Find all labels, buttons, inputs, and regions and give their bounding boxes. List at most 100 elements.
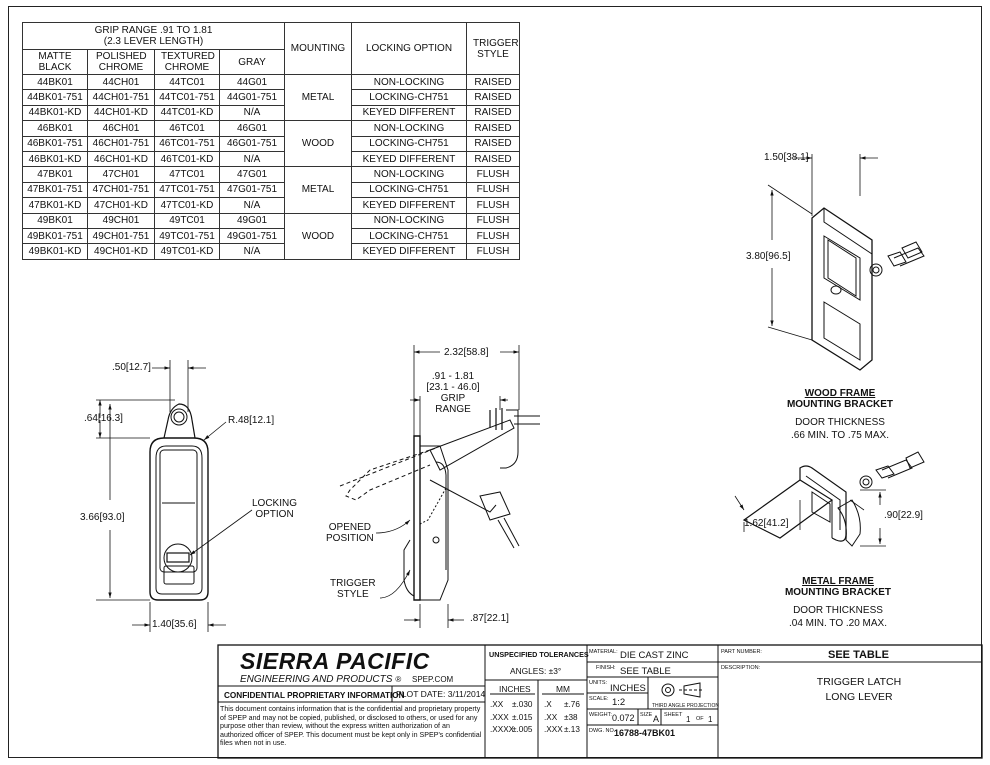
weight-label: WEIGHT: [589, 712, 612, 718]
part-number-table: GRIP RANGE .91 TO 1.81(2.3 LEVER LENGTH)… [22, 22, 520, 260]
front-view-latch [149, 403, 209, 601]
table-cell: 44BK01-751 [22, 89, 88, 106]
dim-front-eye: .64[16.3] [84, 413, 123, 424]
table-cell: NON-LOCKING [351, 73, 467, 91]
dim-front-width: 1.40[35.6] [152, 619, 197, 630]
tolerance-row: .XXX±.015 [490, 712, 533, 722]
part-number-label: PART NUMBER: [721, 649, 762, 655]
dim-wood-height: 3.80[96.5] [746, 251, 791, 262]
tolerance-row: .XXX±.13 [544, 725, 580, 734]
size-value: A [653, 714, 660, 724]
mm-tolerances: .X±.76 .XX±38 .XXX±.13 [544, 699, 580, 737]
finish-value: SEE TABLE [620, 666, 671, 677]
metal-door-thickness: DOOR THICKNESS.04 MIN. TO .20 MAX. [789, 605, 887, 629]
table-cell: 44BK01-KD [22, 104, 88, 122]
company-logo: SIERRA PACIFIC [240, 648, 430, 674]
dim-wood-width: 1.50[38.1] [764, 152, 809, 163]
front-view-dimensions [96, 360, 253, 632]
angles-tolerance: ANGLES: ±3° [510, 666, 562, 676]
table-cell: KEYED DIFFERENT [351, 104, 467, 122]
sheet-label: SHEET [664, 712, 683, 718]
mounting-header: MOUNTING [284, 22, 352, 75]
table-cell: 44CH01-KD [87, 104, 155, 122]
dim-side-width: 2.32[58.8] [444, 347, 489, 358]
company-website: SPEP.COM [412, 675, 454, 684]
table-cell: KEYED DIFFERENT [351, 243, 467, 260]
dim-radius: R.48[12.1] [228, 415, 275, 426]
metal-frame-bracket [742, 451, 925, 547]
table-cell: N/A [219, 243, 285, 260]
dim-metal-height: .90[22.9] [884, 510, 923, 521]
wood-frame-bracket [811, 207, 925, 371]
finish-label: FINISH: [596, 665, 616, 671]
weight-value: 0.072 [612, 713, 635, 723]
table-cell: RAISED [466, 104, 520, 122]
sheet-total: 1 [708, 715, 713, 724]
side-view-dimensions [375, 345, 520, 628]
dim-metal-width: 1.62[41.2] [744, 518, 789, 529]
table-cell: 49BK01-KD [22, 243, 88, 260]
projection-label: THIRD ANGLE PROJECTION [652, 703, 719, 709]
units-value: INCHES [610, 683, 646, 694]
plot-date: PLOT DATE: 3/11/2014 [396, 689, 486, 699]
drawing-number: 16788-47BK01 [614, 728, 676, 738]
sheet-value: 1 [686, 715, 691, 724]
tolerances-title: UNSPECIFIED TOLERANCES [489, 650, 589, 659]
wood-door-thickness: DOOR THICKNESS.66 MIN. TO .75 MAX. [791, 417, 889, 441]
wood-bracket-dimensions [767, 154, 878, 341]
confidentiality-notice: This document contains information that … [220, 705, 482, 748]
dim-side-bottom: .87[22.1] [470, 613, 509, 624]
grip-range-title: GRIP RANGE .91 TO 1.81 [94, 25, 213, 36]
company-subtitle: ENGINEERING AND PRODUCTS ® [240, 674, 402, 685]
description-label: DESCRIPTION: [721, 665, 761, 671]
size-label: SIZE [640, 712, 653, 718]
table-cell: 44G01 [219, 73, 285, 91]
table-cell: RAISED [466, 89, 520, 106]
mm-label: MM [556, 684, 570, 694]
scale-label: SCALE: [589, 696, 609, 702]
of-label: OF [696, 716, 704, 722]
dim-front-top: .50[12.7] [112, 362, 151, 373]
dim-front-height: 3.66[93.0] [80, 512, 125, 523]
table-cell: RAISED [466, 73, 520, 91]
table-cell: FLUSH [466, 243, 520, 260]
textured-chrome-header: TEXTURED CHROME [154, 49, 220, 75]
part-number-value: SEE TABLE [828, 649, 889, 661]
title-block-grid [217, 644, 983, 759]
dwg-label: DWG. NO. [589, 728, 616, 734]
grip-range-subtitle: (2.3 LEVER LENGTH) [103, 36, 204, 47]
units-label: UNITS: [589, 680, 608, 686]
confidential-label: CONFIDENTIAL PROPRIETARY INFORMATION [224, 691, 405, 700]
metal-bracket-dimensions [734, 489, 886, 547]
locking-option-header: LOCKING OPTION [351, 22, 467, 75]
inches-label: INCHES [499, 684, 531, 694]
material-value: DIE CAST ZINC [620, 650, 689, 661]
inch-tolerances: .XX±.030 .XXX±.015 .XXXX±.005 [490, 699, 532, 737]
tolerance-row: .XX±38 [544, 712, 578, 722]
table-cell: 44CH01 [87, 73, 155, 91]
tolerance-row: .XXXX±.005 [490, 725, 533, 734]
tolerance-row: .XX±.030 [490, 700, 533, 709]
scale-value: 1:2 [612, 697, 626, 708]
material-label: MATERIAL: [589, 649, 618, 655]
side-view-latch [339, 408, 540, 601]
tolerance-row: .X±.76 [544, 700, 580, 709]
